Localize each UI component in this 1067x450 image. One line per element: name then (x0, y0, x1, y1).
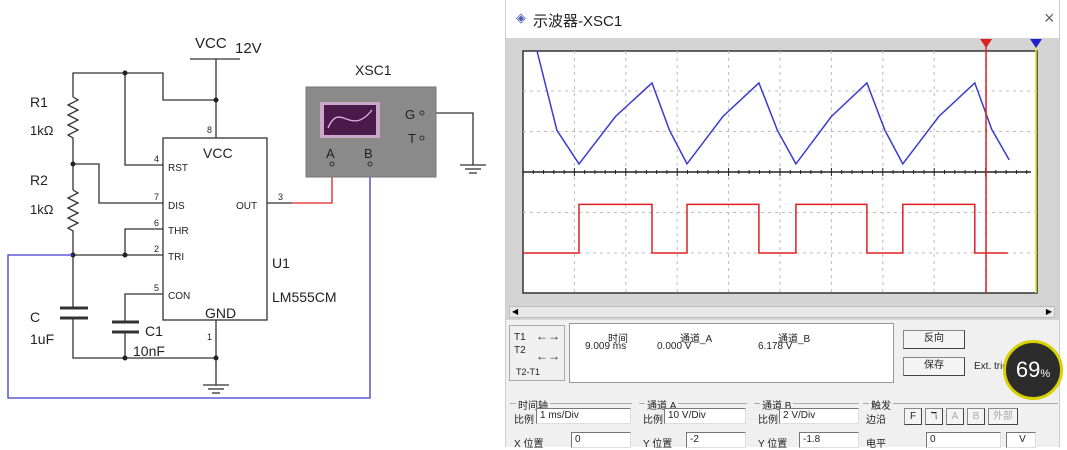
close-icon[interactable]: × (1044, 8, 1055, 28)
vcc-value: 12V (235, 40, 262, 57)
c1-value: 10nF (133, 343, 165, 359)
channel-b-scale-input[interactable]: 2 V/Div (779, 408, 859, 424)
channel-b-ypos-input[interactable]: -1.8 (799, 432, 859, 448)
pin-out: OUT (236, 201, 257, 212)
pin-num-5: 5 (154, 283, 159, 293)
percent-unit: % (1040, 368, 1051, 380)
pin-num-2: 2 (154, 244, 159, 254)
trigger-level-input[interactable]: 0 (926, 432, 1001, 448)
scope-terminal-g: G (405, 107, 415, 122)
pin-thr: THR (168, 226, 189, 237)
channel-a-ypos-input[interactable]: -2 (686, 432, 746, 448)
channel-a-ypos-label: Y 位置 (643, 439, 673, 450)
u1-name: U1 (272, 255, 290, 271)
pin-num-1: 1 (207, 332, 212, 342)
timebase-scale-label: 比例 (514, 415, 534, 426)
readout-header-a: 通道_A (680, 334, 713, 345)
t2-label: T2 (514, 345, 526, 356)
readout-time: 9.009 ms (585, 341, 627, 352)
trace-通道_A (523, 203, 1008, 254)
oscilloscope-screen[interactable] (506, 38, 1061, 308)
trigger-a-button[interactable]: A (946, 408, 964, 425)
pin-num-3: 3 (278, 192, 283, 202)
trigger-group: 触发 (863, 397, 1058, 447)
u1-model: LM555CM (272, 289, 337, 305)
percent-badge: 69% (1003, 340, 1063, 400)
pin-dis: DIS (168, 201, 185, 212)
t1-arrows-icon[interactable]: ←→ (536, 329, 560, 343)
horizontal-scrollbar[interactable]: ◀ ▶ (509, 306, 1055, 318)
scope-terminal-t: T (408, 131, 416, 146)
scroll-left-icon[interactable]: ◀ (512, 307, 519, 316)
timebase-xpos-input[interactable]: 0 (571, 432, 631, 448)
readout-header-time: 时间 (608, 334, 628, 345)
r2-name: R2 (30, 172, 48, 188)
pin-rst: RST (168, 163, 188, 174)
trigger-falling-edge-button[interactable]: ℸ (925, 408, 943, 425)
pin-num-4: 4 (154, 154, 159, 164)
pin-num-8: 8 (207, 125, 212, 135)
pin-vcc: VCC (203, 145, 233, 161)
circuit-schematic: VCC 12V R1 1kΩ R2 1kΩ C 1uF C1 10nF U1 L… (7, 35, 486, 399)
trigger-rising-edge-button[interactable]: F (904, 408, 922, 425)
trigger-title: 触发 (869, 397, 893, 412)
reverse-button[interactable]: 反向 (903, 330, 965, 349)
trigger-b-button[interactable]: B (967, 408, 985, 425)
scope-name: XSC1 (355, 62, 392, 78)
scope-terminal-a: A (326, 146, 335, 161)
percent-value: 69 (1015, 357, 1041, 382)
cursor-readout: 时间 通道_A 通道_B 9.009 ms 0.000 V 6.178 V (569, 323, 894, 383)
trigger-ext-button[interactable]: 外部 (988, 408, 1018, 425)
channel-a-scale-label: 比例 (643, 415, 663, 426)
readout-va: 0.000 V (657, 341, 692, 352)
vcc-label: VCC (195, 35, 227, 52)
c-name: C (30, 309, 40, 325)
t2t1-label: T2-T1 (516, 367, 541, 377)
save-button[interactable]: 保存 (903, 357, 965, 376)
trigger-level-label: 电平 (866, 439, 886, 450)
readout-vb: 6.178 V (758, 341, 793, 352)
scroll-right-icon[interactable]: ▶ (1045, 307, 1052, 316)
control-panel: T1 T2 T2-T1 ←→ ←→ 时间 通道_A 通道_B 9.009 ms … (506, 320, 1059, 450)
ext-trigger-label: Ext. trigger (974, 361, 1004, 372)
trace-通道_B (536, 50, 1010, 166)
pin-tri: TRI (168, 252, 184, 263)
readout-header-b: 通道_B (778, 334, 811, 345)
channel-b-ypos-label: Y 位置 (758, 439, 788, 450)
timebase-xpos-label: X 位置 (514, 439, 544, 450)
window-title: 示波器-XSC1 (533, 13, 623, 30)
r1-name: R1 (30, 94, 48, 110)
c-value: 1uF (30, 331, 54, 347)
r2-value: 1kΩ (30, 202, 54, 217)
title-bar: ◈ 示波器-XSC1 × (506, 0, 1059, 38)
cursor-t1-handle (980, 39, 993, 48)
pin-gnd: GND (205, 305, 236, 321)
oscilloscope-icon: ◈ (516, 10, 526, 25)
pin-con: CON (168, 291, 190, 302)
channel-b-scale-label: 比例 (758, 415, 778, 426)
t1-label: T1 (514, 332, 526, 343)
pin-num-7: 7 (154, 192, 159, 202)
cursor-t2-handle (1030, 39, 1042, 48)
pin-num-6: 6 (154, 218, 159, 228)
oscilloscope-window: ◈ 示波器-XSC1 × ◀ ▶ T1 T2 T2-T1 ←→ ←→ 时间 通道… (505, 0, 1061, 450)
timebase-scale-input[interactable]: 1 ms/Div (536, 408, 631, 424)
cursor-controls: T1 T2 T2-T1 ←→ ←→ (509, 325, 565, 381)
r1-value: 1kΩ (30, 123, 54, 138)
scope-terminal-b: B (364, 146, 373, 161)
t2-arrows-icon[interactable]: ←→ (536, 349, 560, 363)
trigger-edge-label: 边沿 (866, 415, 886, 426)
trigger-unit-select[interactable]: V (1006, 432, 1036, 448)
c1-name: C1 (145, 323, 163, 339)
channel-a-scale-input[interactable]: 10 V/Div (664, 408, 746, 424)
